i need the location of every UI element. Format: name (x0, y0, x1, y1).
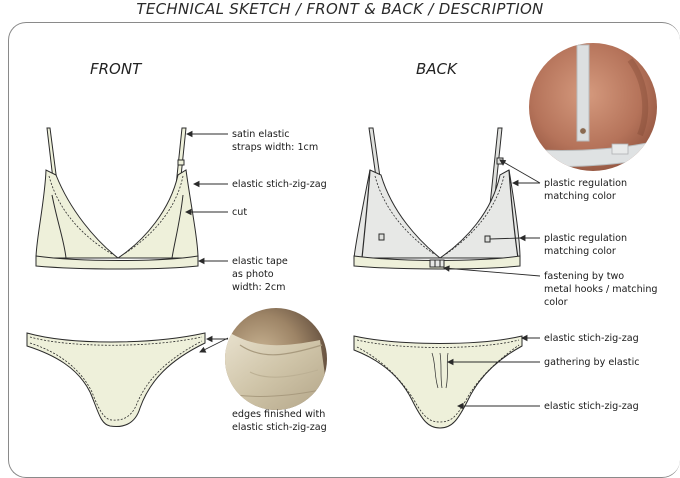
label-front-zigzag: elastic stich-zig-zag (232, 179, 327, 190)
front-brief (26, 332, 206, 427)
label-straps: satin elastic straps width: 1cm (232, 129, 319, 153)
label-gathering: gathering by elastic (544, 357, 640, 368)
leader-lines (184, 130, 541, 410)
strap-detail-photo (529, 43, 657, 171)
front-band (35, 255, 199, 270)
front-bra (35, 127, 199, 270)
label-cut: cut (232, 207, 248, 218)
front-view-label: FRONT (90, 60, 142, 78)
label-fastening: fastening by two metal hooks / matching … (544, 271, 658, 308)
back-right-cup (438, 169, 521, 259)
page-title: TECHNICAL SKETCH / FRONT & BACK / DESCRI… (136, 0, 544, 18)
front-left-cup (35, 169, 120, 259)
label-elastic-tape: elastic tape as photo width: 2cm (232, 256, 288, 293)
back-view-label: BACK (416, 60, 457, 78)
front-strap-slider (177, 159, 185, 166)
label-regulation-2: plastic regulation matching color (544, 233, 628, 257)
front-left-zigzag (48, 175, 113, 255)
back-slider-left (378, 233, 385, 241)
label-back-zigzag-bottom: elastic stich-zig-zag (544, 401, 639, 412)
label-edges: edges finished with elastic stich-zig-za… (232, 409, 327, 433)
back-hooks (429, 259, 445, 268)
front-right-zigzag (123, 175, 184, 255)
back-slider-right (484, 235, 491, 243)
back-bra (353, 127, 521, 270)
label-back-zigzag-top: elastic stich-zig-zag (544, 333, 639, 344)
front-right-cut-seam (171, 194, 184, 259)
front-right-cup (116, 169, 199, 259)
front-left-cut-seam (51, 194, 67, 259)
back-brief (353, 335, 523, 429)
label-regulation-1: plastic regulation matching color (544, 178, 628, 202)
fabric-detail-photo (225, 308, 327, 410)
